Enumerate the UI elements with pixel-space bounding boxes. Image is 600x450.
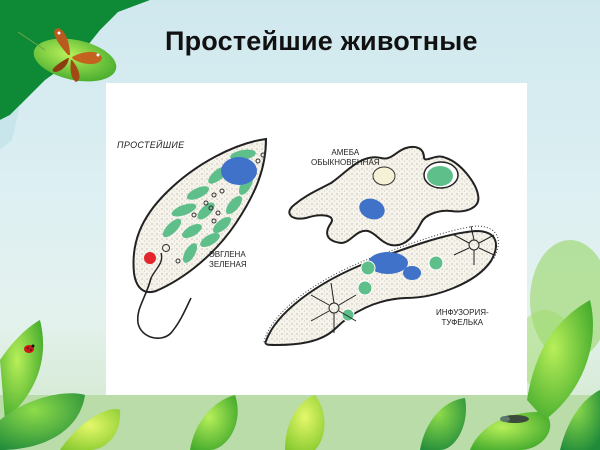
euglena-drawing (132, 137, 268, 339)
slide-title: Простейшие животные (165, 26, 478, 56)
amoeba-label: АМЕБА ОБЫКНОВЕННАЯ (311, 148, 380, 167)
protozoa-illustration (132, 137, 499, 347)
beetle-icon (500, 415, 529, 423)
protozoa-figure: ПРОСТЕЙШИЕ АМЕБА ОБЫКНОВЕННАЯ ЭВГЛЕНА ЗЕ… (106, 83, 527, 395)
paramecium-label: ИНФУЗОРИЯ- ТУФЕЛЬКА (436, 308, 489, 327)
euglena-label: ЭВГЛЕНА ЗЕЛЕНАЯ (209, 250, 247, 269)
paramecium-drawing (263, 225, 499, 347)
butterfly-icon (17, 28, 117, 82)
amoeba-drawing (288, 145, 480, 247)
protozoa-heading-label: ПРОСТЕЙШИЕ (117, 140, 185, 150)
ladybug-icon (24, 344, 35, 353)
